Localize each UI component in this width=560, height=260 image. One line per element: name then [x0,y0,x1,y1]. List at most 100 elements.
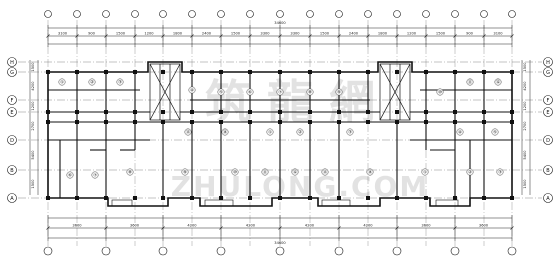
axis-label-left: H [10,60,14,66]
axis-label-right: E [546,110,549,116]
axis-label-left: G [10,70,14,76]
axis-bubble-left [7,57,17,67]
column [424,196,428,200]
room-label: ⑤ [493,130,497,136]
column [482,120,486,124]
top-total-dimension: 34600 [274,21,286,25]
column [104,120,108,124]
column [366,110,370,114]
axis-bubble-top [393,10,401,18]
column [219,120,223,124]
axis-bubble-bottom [507,246,517,256]
axis-label-right: D [546,138,550,144]
column [453,70,457,74]
room-label: ③ [498,170,502,176]
column [46,196,50,200]
axis-bubble-right [543,57,553,67]
column [510,196,514,200]
column [190,110,194,114]
side-dimension-label: 1500 [31,179,35,189]
axis-bubble-top [480,10,488,18]
top-dimension-label: 1500 [436,32,446,36]
room-marker [88,78,96,86]
room-label: ⑤ [219,90,223,96]
column [482,70,486,74]
bottom-dimension-label: 4200 [187,224,197,228]
column [248,110,252,114]
axis-bubble-right [543,135,553,145]
axis-label-right: H [546,60,550,66]
column [133,110,137,114]
side-dimension-label: 1500 [31,62,35,72]
room-label: ⑧ [128,170,132,176]
axis-bubble-top [422,10,430,18]
room-marker [246,88,254,96]
axis-bubble-top [131,10,139,18]
room-marker [266,128,274,136]
room-label: ⑨ [183,170,187,176]
axis-bubble-bottom [43,246,53,256]
column [510,110,514,114]
room-label: ⑥ [248,90,252,96]
axis-bubble-left [7,95,17,105]
column [248,120,252,124]
top-dimension-label: 3300 [290,32,300,36]
axis-bubble-left [7,67,17,77]
axis-label-left: B [10,168,14,174]
side-dimension-label-right: 1200 [523,101,527,111]
room-marker [276,88,284,96]
room-label: ⑦ [93,173,97,179]
bottom-total-dimension: 34600 [274,241,286,245]
bottom-dimension-label: 4200 [363,224,373,228]
stairwell-left [149,63,181,121]
column [510,120,514,124]
column [482,196,486,200]
axis-bubble-bottom [101,246,111,256]
room-marker [221,128,229,136]
room-marker [58,78,66,86]
column [248,70,252,74]
column [190,196,194,200]
side-dimension-label-right: 4200 [523,81,527,91]
axis-bubble-bottom [275,246,285,256]
column [278,196,282,200]
room-label: ① [60,80,64,86]
column [133,70,137,74]
room-label: ⑪ [468,79,473,86]
column [219,196,223,200]
watermark-chinese: 筑 龍 網 [205,75,375,129]
column [395,70,399,74]
column [161,110,165,114]
room-marker [466,168,474,176]
column [278,110,282,114]
axis-bubble-left [7,193,17,203]
axis-bubble-top [508,10,516,18]
column [278,70,282,74]
column [133,120,137,124]
top-dimension-label: 1800 [378,32,388,36]
side-dimension-label: 2700 [31,121,35,131]
room-label: ⑩ [233,170,237,176]
top-dimension-label: 3100 [58,32,68,36]
top-dimension-label: 3100 [493,32,503,36]
room-marker [91,171,99,179]
column [219,110,223,114]
column [366,120,370,124]
column [424,70,428,74]
column [453,120,457,124]
room-label: ⑦ [278,90,282,96]
room-marker [335,88,343,96]
room-label: ⑩ [438,90,442,96]
column [395,196,399,200]
axis-bubble-bottom [334,246,344,256]
column [366,196,370,200]
column [453,196,457,200]
axis-label-left: D [10,138,14,144]
column [366,70,370,74]
side-dimension-label-right: 2700 [523,121,527,131]
axis-bubble-left [7,135,17,145]
axis-bubble-right [543,193,553,203]
